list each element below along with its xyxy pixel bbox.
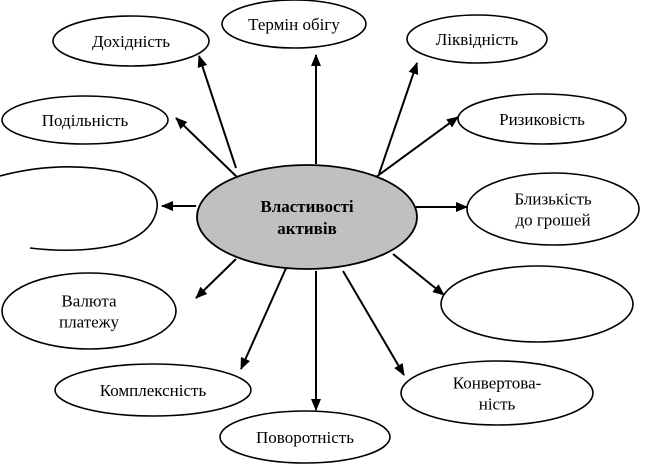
center-ellipse [196, 164, 418, 270]
node-label-konvertovanist-line-2: ність [479, 395, 516, 414]
node-label-blyzkist-line-2: до грошей [515, 211, 590, 230]
center-label-line-2: активів [277, 219, 337, 238]
node-povorotnist: Поворотність [219, 410, 391, 464]
node-label-ryzykovist-line-1: Ризиковість [499, 110, 585, 129]
node-label-povorotnist-line-1: Поворотність [256, 428, 354, 447]
node-label-blyzkist-line-1: Близькість [514, 190, 592, 209]
node-shape-valiuta [1, 272, 177, 350]
arrow-dokhidnist [197, 55, 237, 169]
arrow-valiuta [195, 258, 237, 299]
center-label-line-1: Властивості [260, 197, 354, 216]
node-empty-right [440, 265, 634, 343]
node-label-valiuta-line-2: платежу [59, 313, 119, 332]
node-shape-empty-left [0, 166, 158, 252]
node-konvertovanist: Конвертова-ність [400, 360, 594, 426]
node-shape-ryzykovist [457, 93, 627, 145]
node-podilnist: Подільність [1, 95, 169, 145]
node-shape-empty-right [440, 265, 634, 343]
node-ryzykovist: Ризиковість [457, 93, 627, 145]
node-dokhidnist: Дохідність [52, 15, 210, 67]
node-label-konvertovanist-line-1: Конвертова- [453, 374, 542, 393]
node-label-termin-obihu-line-1: Термін обігу [248, 15, 340, 34]
node-shape-kompleksnist [54, 363, 252, 417]
node-likvidnist: Ліквідність [406, 14, 548, 64]
arrow-empty-right [392, 253, 445, 296]
node-label-dokhidnist-line-1: Дохідність [92, 32, 170, 51]
node-shape-likvidnist [406, 14, 548, 64]
node-termin-obihu: Термін обігу [221, 0, 367, 49]
node-blyzkist: Близькість до грошей [466, 172, 640, 246]
node-label-podilnist-line-1: Подільність [42, 111, 129, 130]
node-label-kompleksnist-line-1: Комплексність [100, 381, 207, 400]
node-shape-konvertovanist [400, 360, 594, 426]
node-shape-blyzkist [466, 172, 640, 246]
node-valiuta: Валюта платежу [1, 272, 177, 350]
arrows [161, 54, 468, 411]
node-shape-podilnist [1, 95, 169, 145]
node-kompleksnist: Комплексність [54, 363, 252, 417]
center-node: Властивості активів [196, 164, 418, 270]
arrow-likvidnist [378, 62, 419, 175]
arrow-konvertovanist [342, 270, 405, 376]
node-label-valiuta-line-1: Валюта [61, 292, 117, 311]
arrow-ryzykovist [375, 116, 459, 178]
arrow-podilnist [175, 117, 239, 179]
arrow-kompleksnist [240, 265, 288, 370]
node-shape-povorotnist [219, 410, 391, 464]
node-label-likvidnist-line-1: Ліквідність [436, 30, 519, 49]
node-empty-left [0, 166, 158, 252]
node-shape-dokhidnist [52, 15, 210, 67]
node-shape-termin-obihu [221, 0, 367, 49]
